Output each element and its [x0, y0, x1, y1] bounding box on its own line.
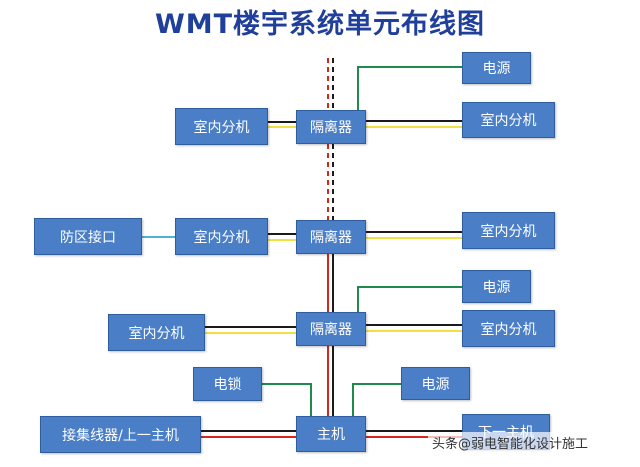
- wire-lock-green: [262, 383, 312, 416]
- isolator-3: 隔离器: [296, 312, 366, 346]
- indoor-unit-1b: 室内分机: [462, 102, 555, 138]
- isolator-2: 隔离器: [296, 220, 366, 254]
- power-block-2: 电源: [462, 270, 531, 303]
- isolator-1: 隔离器: [296, 110, 366, 144]
- power-block-1: 电源: [462, 52, 531, 84]
- wire-power1-green: [357, 66, 462, 110]
- power-block-3: 电源: [401, 367, 470, 400]
- watermark-text: 头条@弱电智能化设计施工: [428, 432, 593, 453]
- main-unit-block: 主机: [296, 416, 366, 452]
- electric-lock-block: 电锁: [193, 367, 262, 401]
- indoor-unit-3b: 室内分机: [462, 310, 555, 347]
- indoor-unit-1a: 室内分机: [175, 108, 268, 145]
- indoor-unit-3a: 室内分机: [108, 314, 205, 351]
- wire-power2-green: [357, 286, 462, 312]
- concentrator-upper-host-block: 接集线器/上一主机: [40, 416, 201, 453]
- diagram-title: WMT楼宇系统单元布线图: [154, 9, 486, 40]
- indoor-unit-2a: 室内分机: [175, 218, 268, 255]
- indoor-unit-2b: 室内分机: [462, 212, 555, 249]
- wire-power3-green: [352, 383, 401, 416]
- zone-interface-block: 防区接口: [34, 218, 142, 255]
